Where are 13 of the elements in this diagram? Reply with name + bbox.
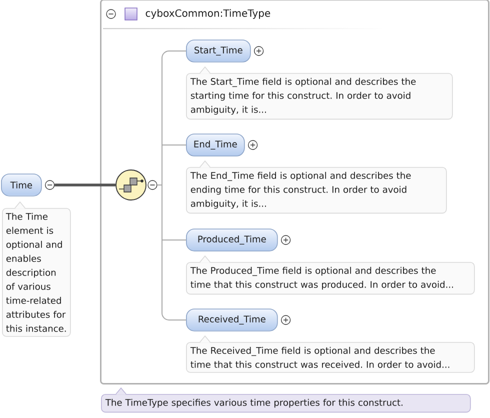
element-pill: Start_Time (186, 40, 251, 62)
description-callout: The Received_Time field is optional and describes the time that this construct was received. In order to avoid... (186, 335, 475, 373)
description-callout: The End_Time field is optional and describes the ending time for this construct. In order to avoid ambiguity, it is... (186, 160, 447, 214)
element-pill: Time (1, 174, 42, 196)
element-pill: End_Time (186, 134, 245, 156)
description-callout: The Start_Time field is optional and describes the starting time for this construct. In order to avoid ambiguity, it is... (186, 66, 453, 120)
element-pill: Produced_Time (186, 228, 278, 252)
description-callout: The Produced_Time field is optional and describes the time that this construct was produced. In order to avoid... (186, 255, 475, 295)
element-pill: Received_Time (186, 308, 278, 332)
connector-line (156, 184, 186, 320)
description-callout: The Time element is optional and enables description of various time-related attributes for this instance. (2, 201, 71, 337)
connector-line (54, 184, 116, 186)
description-callout: The TimeType specifies various time properties for this construct. (101, 387, 471, 413)
